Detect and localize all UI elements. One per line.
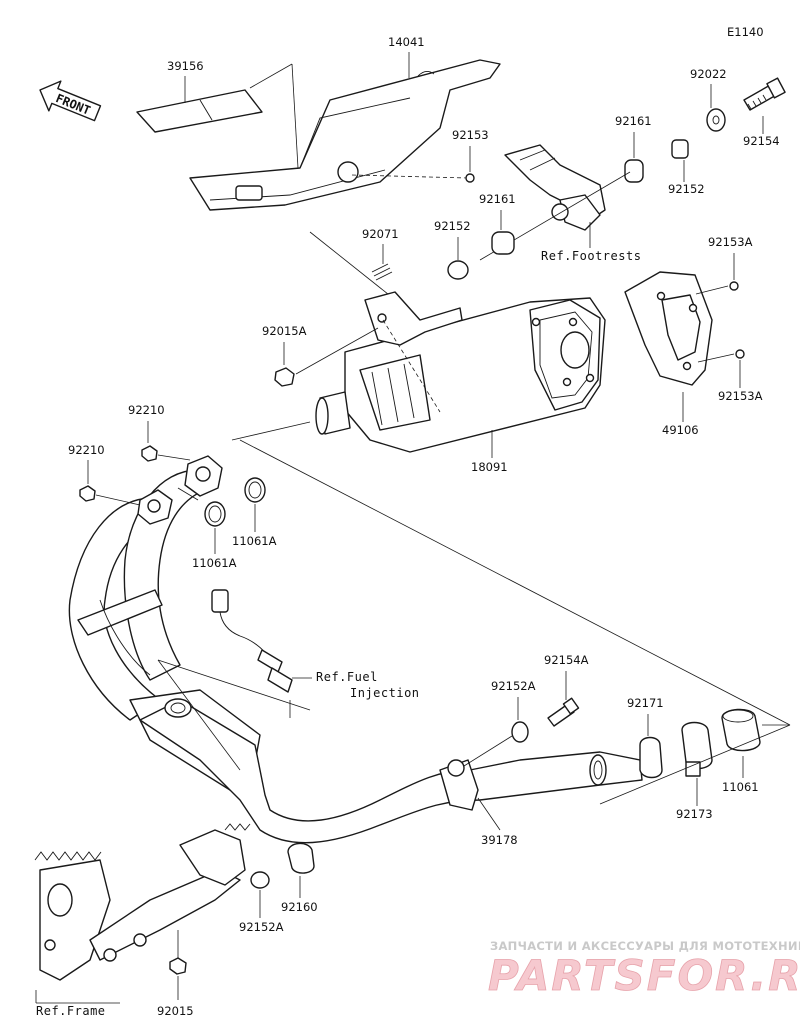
nut-92210-top: [141, 445, 158, 462]
part-label-92173: 92173: [676, 807, 713, 821]
part-label-92071: 92071: [362, 227, 399, 241]
ref-fuel-line1: Ref.Fuel: [316, 670, 378, 684]
part-label-92160: 92160: [281, 900, 318, 914]
part-label-92210-top: 92210: [128, 403, 165, 417]
part-label-92154: 92154: [743, 134, 780, 148]
ref-frame: Ref.Frame: [36, 1004, 106, 1018]
part-label-92210-left: 92210: [68, 443, 105, 457]
footrest-bracket: [504, 144, 606, 231]
nut-92015A: [274, 367, 295, 387]
part-label-39156: 39156: [167, 59, 204, 73]
part-label-11061: 11061: [722, 780, 759, 794]
part-label-92154A: 92154A: [544, 653, 589, 667]
part-label-92152A-upper: 92152A: [491, 679, 536, 693]
nut-92015: [169, 957, 187, 975]
exhaust-flange: [137, 455, 223, 525]
part-label-92161-top: 92161: [615, 114, 652, 128]
nut-92210-left: [79, 485, 96, 502]
part-label-14041: 14041: [388, 35, 425, 49]
diagram-code: E1140: [727, 25, 764, 39]
damper-92160: [287, 842, 315, 874]
part-label-11061A-left: 11061A: [192, 556, 237, 570]
gasket-11061A-left: [204, 501, 226, 527]
frame-section: [34, 823, 251, 981]
bolt-92153A-top: [729, 281, 739, 291]
part-label-18091: 18091: [471, 460, 508, 474]
clamp-92173: [681, 721, 713, 777]
ref-footrests: Ref.Footrests: [541, 249, 641, 263]
bolt-92153: [465, 173, 475, 183]
part-label-92152-mid: 92152: [434, 219, 471, 233]
part-label-92153A-bottom: 92153A: [718, 389, 763, 403]
clamp-92171: [639, 736, 663, 779]
heat-cover: [189, 59, 501, 211]
collar-92152A-upper: [511, 721, 529, 743]
part-label-92022: 92022: [690, 67, 727, 81]
collar-92152A-lower: [250, 871, 270, 889]
label-sticker: [136, 89, 263, 133]
collar-92152-right: [671, 139, 689, 159]
part-label-92152A-lower: 92152A: [239, 920, 284, 934]
spring-92071: [371, 263, 393, 281]
gasket-11061A-right: [244, 477, 266, 503]
part-label-49106: 49106: [662, 423, 699, 437]
bolt-92154A: [547, 697, 580, 727]
watermark-tagline: ЗАПЧАСТИ И АКСЕССУАРЫ ДЛЯ МОТОТЕХНИКИ: [490, 939, 800, 953]
part-label-92153: 92153: [452, 128, 489, 142]
ref-fuel-line2: Injection: [350, 686, 420, 700]
muffler-cover: [624, 271, 713, 386]
part-label-92153A-top: 92153A: [708, 235, 753, 249]
part-label-92015: 92015: [157, 1004, 194, 1018]
bushing-92161-top: [624, 159, 644, 183]
muffler: [315, 291, 606, 453]
part-label-92152-right: 92152: [668, 182, 705, 196]
front-arrow-icon: FRONT: [39, 80, 102, 122]
part-label-92015A: 92015A: [262, 324, 307, 338]
washer-92022: [706, 108, 726, 132]
gasket-11061: [721, 708, 761, 752]
exhaust-header-pipes: [68, 469, 643, 844]
watermark-logo: PARTSFOR.RU: [488, 951, 800, 1000]
part-label-39178: 39178: [481, 833, 518, 847]
part-label-92171: 92171: [627, 696, 664, 710]
part-label-92161-mid: 92161: [479, 192, 516, 206]
oxygen-sensor: [211, 589, 293, 693]
part-label-11061A-right: 11061A: [232, 534, 277, 548]
bolt-92154: [743, 77, 786, 111]
collar-92152-mid: [447, 260, 469, 280]
bolt-92153A-bottom: [735, 349, 745, 359]
bushing-92161-mid: [491, 231, 515, 255]
